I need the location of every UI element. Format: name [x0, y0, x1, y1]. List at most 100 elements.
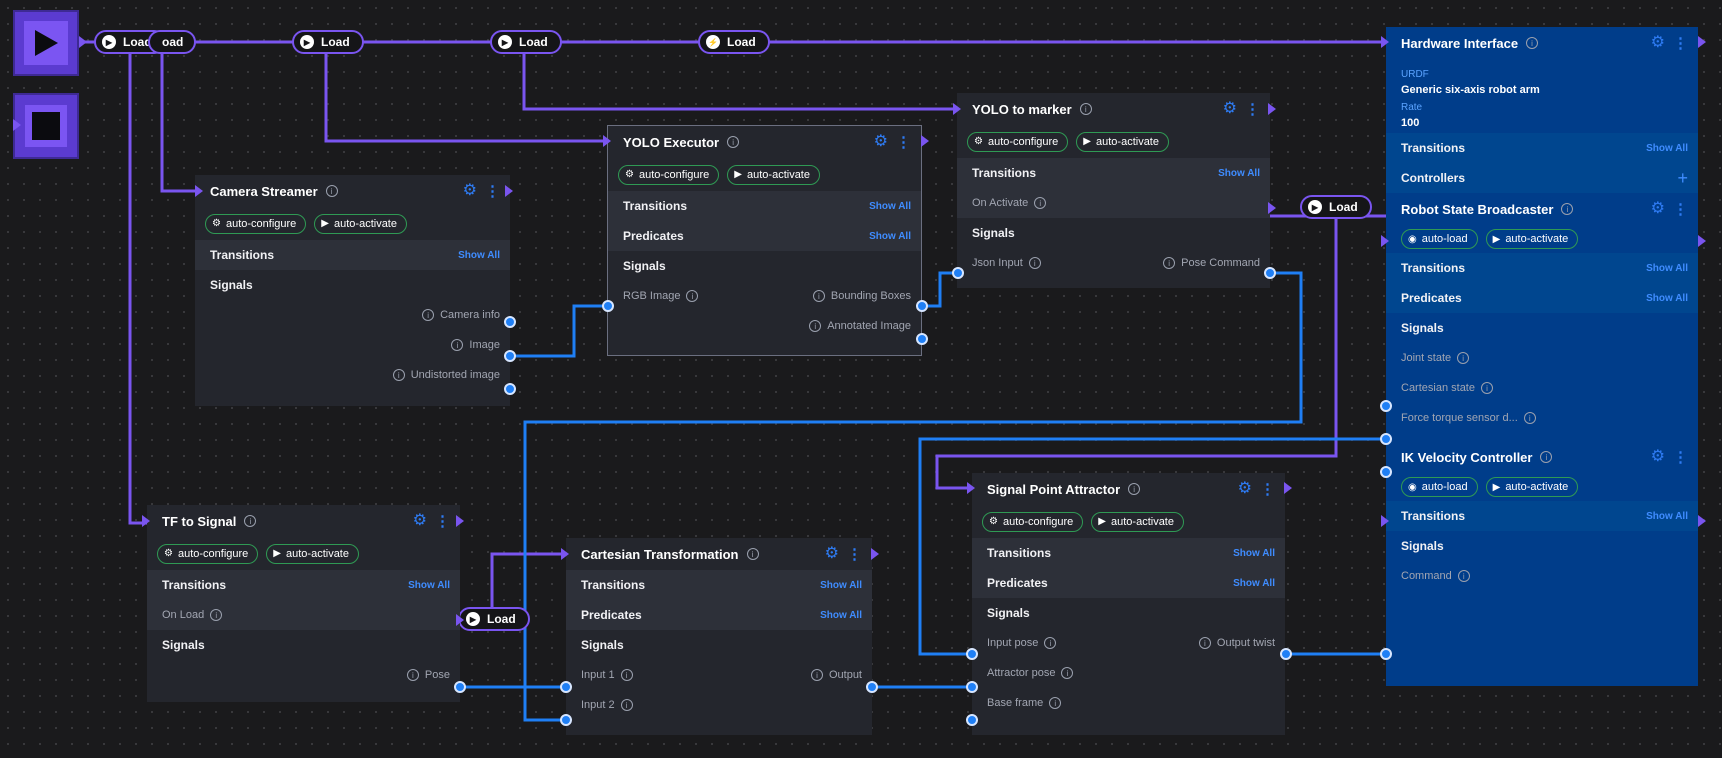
event-connector[interactable] — [195, 185, 203, 197]
auto-activate-badge[interactable]: ▶auto-activate — [1091, 511, 1184, 532]
auto-load-badge[interactable]: ◉auto-load — [1401, 477, 1478, 497]
auto-activate-badge[interactable]: ▶auto-activate — [727, 164, 820, 185]
signal-port[interactable] — [916, 333, 928, 345]
event-connector[interactable] — [561, 548, 569, 560]
signal-port[interactable] — [602, 300, 614, 312]
show-all-link[interactable]: Show All — [820, 609, 862, 621]
event-connector[interactable] — [505, 185, 513, 197]
signal-port[interactable] — [916, 300, 928, 312]
event-connector[interactable] — [1381, 235, 1389, 247]
more-icon[interactable]: ⋮ — [1673, 448, 1688, 466]
load-button[interactable]: ▶Load — [1300, 195, 1372, 219]
more-icon[interactable]: ⋮ — [435, 512, 450, 530]
signal-port[interactable] — [504, 350, 516, 362]
signal-port[interactable] — [1280, 648, 1292, 660]
more-icon[interactable]: ⋮ — [485, 182, 500, 200]
show-all-link[interactable]: Show All — [869, 200, 911, 212]
load-button[interactable]: ▶Load — [490, 30, 562, 54]
signal-port[interactable] — [504, 383, 516, 395]
load-button[interactable]: ⚡Load — [698, 30, 770, 54]
gear-icon[interactable]: ⚙ — [1650, 34, 1665, 51]
play-button[interactable] — [13, 10, 79, 76]
event-connector[interactable] — [142, 515, 150, 527]
event-connector[interactable] — [967, 482, 975, 494]
more-icon[interactable]: ⋮ — [1245, 100, 1260, 118]
event-connector[interactable] — [1698, 235, 1706, 247]
more-icon[interactable]: ⋮ — [1673, 200, 1688, 218]
show-all-link[interactable]: Show All — [1646, 262, 1688, 274]
event-connector[interactable] — [1381, 36, 1389, 48]
gear-icon[interactable]: ⚙ — [462, 182, 477, 199]
gear-icon[interactable]: ⚙ — [824, 545, 839, 562]
show-all-link[interactable]: Show All — [1233, 577, 1275, 589]
signal-port[interactable] — [866, 681, 878, 693]
auto-configure-badge[interactable]: ⚙auto-configure — [982, 511, 1084, 532]
event-connector[interactable] — [1284, 482, 1292, 494]
event-connector[interactable] — [456, 614, 464, 626]
event-connector[interactable] — [1268, 202, 1276, 214]
gear-icon[interactable]: ⚙ — [1222, 100, 1237, 117]
auto-activate-badge[interactable]: ▶auto-activate — [266, 543, 359, 564]
auto-configure-badge[interactable]: ⚙auto-configure — [205, 213, 307, 234]
event-connector[interactable] — [921, 135, 929, 147]
signal-port[interactable] — [1264, 267, 1276, 279]
show-all-link[interactable]: Show All — [820, 579, 862, 591]
more-icon[interactable]: ⋮ — [847, 545, 862, 563]
auto-configure-badge[interactable]: ⚙auto-configure — [157, 543, 259, 564]
show-all-link[interactable]: Show All — [1233, 547, 1275, 559]
event-connector[interactable] — [1381, 515, 1389, 527]
signal-port[interactable] — [1380, 400, 1392, 412]
auto-activate-badge[interactable]: ▶auto-activate — [1076, 131, 1169, 152]
show-all-link[interactable]: Show All — [869, 230, 911, 242]
event-connector[interactable] — [79, 36, 87, 48]
signal-port[interactable] — [454, 681, 466, 693]
event-connector[interactable] — [1698, 36, 1706, 48]
signal-port[interactable] — [966, 681, 978, 693]
event-connector[interactable] — [13, 119, 21, 131]
auto-configure-badge[interactable]: ⚙auto-configure — [967, 131, 1069, 152]
gear-icon[interactable]: ⚙ — [1650, 448, 1665, 465]
signal-port[interactable] — [504, 316, 516, 328]
load-button[interactable]: oad — [148, 30, 196, 54]
show-all-link[interactable]: Show All — [458, 249, 500, 261]
load-button[interactable]: ▶Load — [458, 607, 530, 631]
auto-load-badge[interactable]: ◉auto-load — [1401, 229, 1478, 249]
signal-port[interactable] — [1380, 648, 1392, 660]
event-connector[interactable] — [603, 135, 611, 147]
auto-activate-badge[interactable]: ▶auto-activate — [314, 213, 407, 234]
signal-port[interactable] — [966, 714, 978, 726]
show-all-link[interactable]: Show All — [408, 579, 450, 591]
auto-activate-badge[interactable]: ▶auto-activate — [1485, 229, 1579, 249]
gear-icon[interactable]: ⚙ — [1237, 480, 1252, 497]
more-icon[interactable]: ⋮ — [1673, 34, 1688, 52]
signal-port[interactable] — [560, 681, 572, 693]
gear-icon[interactable]: ⚙ — [412, 512, 427, 529]
show-all-link[interactable]: Show All — [1646, 292, 1688, 304]
add-controller-icon[interactable]: + — [1677, 167, 1688, 188]
show-all-link[interactable]: Show All — [1218, 167, 1260, 179]
gear-icon[interactable]: ⚙ — [1650, 200, 1665, 217]
event-connector[interactable] — [456, 515, 464, 527]
stop-button[interactable] — [13, 93, 79, 159]
event-connector[interactable] — [1698, 515, 1706, 527]
auto-configure-badge[interactable]: ⚙auto-configure — [618, 164, 720, 185]
event-connector[interactable] — [871, 548, 879, 560]
more-icon[interactable]: ⋮ — [1260, 480, 1275, 498]
auto-activate-badge[interactable]: ▶auto-activate — [1485, 477, 1579, 497]
signal-port[interactable] — [1380, 466, 1392, 478]
event-connector[interactable] — [1268, 103, 1276, 115]
show-all-link[interactable]: Show All — [1646, 510, 1688, 522]
signal-port[interactable] — [1380, 433, 1392, 445]
event-connector[interactable] — [953, 103, 961, 115]
signal-port[interactable] — [952, 267, 964, 279]
signal-port[interactable] — [560, 714, 572, 726]
signal-port[interactable] — [966, 648, 978, 660]
more-icon[interactable]: ⋮ — [896, 133, 911, 151]
load-button[interactable]: ▶Load — [292, 30, 364, 54]
